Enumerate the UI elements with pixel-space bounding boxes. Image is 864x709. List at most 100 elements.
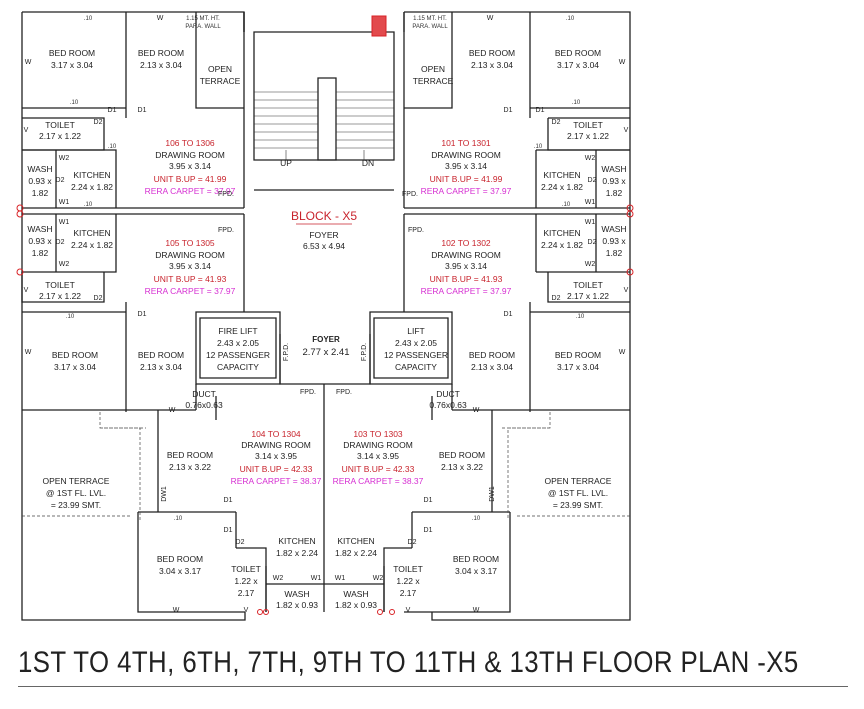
wash-label: WASH [27, 224, 52, 234]
open-terrace-label: TERRACE [413, 76, 454, 86]
dimension-mark: .10 [84, 202, 93, 208]
stair-up-label: UP [280, 158, 292, 168]
window-mark: W [473, 607, 480, 614]
bedroom-size: 2.13 x 3.04 [140, 60, 182, 70]
fire-lift-capacity: CAPACITY [217, 362, 259, 372]
window-mark: W1 [335, 575, 346, 582]
open-terrace-area: = 23.99 SMT. [51, 500, 101, 510]
drawing-room-label: DRAWING ROOM [155, 250, 225, 260]
bedroom-size: 2.13 x 3.04 [471, 60, 513, 70]
bedroom-label: BED ROOM [555, 350, 601, 360]
wash-size: 0.93 x [602, 236, 626, 246]
unit-builtup: UNIT B.UP = 41.99 [430, 174, 503, 184]
toilet-size: 1.22 x [396, 576, 420, 586]
window-mark: W2 [59, 261, 70, 268]
drawing-room-size: 3.95 x 3.14 [445, 261, 487, 271]
toilet-size: 2.17 [238, 588, 255, 598]
toilet-label: TOILET [573, 280, 603, 290]
dimension-mark: .10 [534, 144, 543, 150]
wash-size: 1.82 [606, 248, 623, 258]
dimension-mark: .10 [576, 314, 585, 320]
room-labels: BED ROOM 3.17 x 3.04 BED ROOM 2.13 x 3.0… [27, 48, 626, 610]
wash-size: 1.82 [606, 188, 623, 198]
unit-rera-carpet: RERA CARPET = 37.97 [421, 186, 512, 196]
bedroom-label: BED ROOM [469, 350, 515, 360]
wash-size: 1.82 [32, 188, 49, 198]
window-mark: W [25, 349, 32, 356]
door-mark: D1 [224, 497, 233, 504]
kitchen-label: KITCHEN [278, 536, 315, 546]
toilet-size: 2.17 x 1.22 [39, 131, 81, 141]
walls [21, 11, 631, 621]
open-terrace-label: TERRACE [200, 76, 241, 86]
fire-lift-size: 2.43 x 2.05 [217, 338, 259, 348]
bedroom-label: BED ROOM [469, 48, 515, 58]
door-mark: D2 [56, 177, 65, 184]
unit-builtup: UNIT B.UP = 41.93 [430, 274, 503, 284]
stair-treads [254, 91, 394, 160]
fire-lift-label: FIRE LIFT [218, 326, 257, 336]
window-mark: W1 [59, 219, 70, 226]
door-mark: D2 [588, 239, 597, 246]
wash-label: WASH [343, 589, 368, 599]
vent-mark: V [624, 287, 629, 294]
window-mark: W2 [59, 155, 70, 162]
lift-size: 2.43 x 2.05 [395, 338, 437, 348]
duct-label: DUCT [192, 389, 216, 399]
bedroom-size: 3.17 x 3.04 [557, 60, 599, 70]
window-mark: W [157, 15, 164, 22]
unit-rera-carpet: RERA CARPET = 38.37 [333, 476, 424, 486]
dimension-mark: .10 [66, 314, 75, 320]
unit-number: 103 TO 1303 [353, 429, 403, 439]
foyer-size: 6.53 x 4.94 [303, 241, 345, 251]
dimension-mark: .10 [84, 16, 93, 22]
bedroom-label: BED ROOM [138, 48, 184, 58]
vent-mark: V [24, 287, 29, 294]
drawing-room-size: 3.14 x 3.95 [255, 451, 297, 461]
window-mark: W [619, 349, 626, 356]
toilet-size: 2.17 x 1.22 [567, 291, 609, 301]
unit-builtup: UNIT B.UP = 41.93 [154, 274, 227, 284]
bedroom-size: 3.04 x 3.17 [455, 566, 497, 576]
door-mark: D1 [536, 107, 545, 114]
window-mark: W [487, 15, 494, 22]
bedroom-size: 3.17 x 3.04 [557, 362, 599, 372]
drawing-room-size: 3.14 x 3.95 [357, 451, 399, 461]
unit-builtup: UNIT B.UP = 41.99 [154, 174, 227, 184]
toilet-label: TOILET [45, 280, 75, 290]
drawing-room-label: DRAWING ROOM [241, 440, 311, 450]
bedroom-size: 3.17 x 3.04 [51, 60, 93, 70]
open-terrace-area: = 23.99 SMT. [553, 500, 603, 510]
door-mark: D2 [408, 539, 417, 546]
unit-number: 106 TO 1306 [165, 138, 215, 148]
window-mark: W2 [585, 155, 596, 162]
bedroom-label: BED ROOM [49, 48, 95, 58]
title-rule [18, 686, 848, 687]
parapet-label: PARA. WALL [185, 24, 221, 30]
unit-number: 101 TO 1301 [441, 138, 491, 148]
unit-rera-carpet: RERA CARPET = 37.97 [145, 286, 236, 296]
bedroom-label: BED ROOM [157, 554, 203, 564]
kitchen-label: KITCHEN [543, 228, 580, 238]
toilet-label: TOILET [573, 120, 603, 130]
bedroom-size: 2.13 x 3.22 [441, 462, 483, 472]
drawing-room-size: 3.95 x 3.14 [169, 261, 211, 271]
window-mark: W1 [585, 199, 596, 206]
dimension-mark: .10 [572, 100, 581, 106]
toilet-label: TOILET [45, 120, 75, 130]
wash-size: 0.93 x [28, 236, 52, 246]
door-mark: D2 [552, 119, 561, 126]
drawing-title: 1ST TO 4TH, 6TH, 7TH, 9TH TO 11TH & 13TH… [18, 646, 799, 679]
door-mark: D2 [94, 295, 103, 302]
fire-lift-capacity: 12 PASSENGER [206, 350, 270, 360]
duct-label: DUCT [436, 389, 460, 399]
foyer-label: FOYER [312, 335, 340, 344]
unit-rera-carpet: RERA CARPET = 37.97 [145, 186, 236, 196]
lift-capacity: CAPACITY [395, 362, 437, 372]
foyer-size: 2.77 x 2.41 [302, 347, 349, 358]
block-name: BLOCK - X5 [291, 209, 357, 223]
unit-rera-carpet: RERA CARPET = 38.37 [231, 476, 322, 486]
bedroom-label: BED ROOM [138, 350, 184, 360]
drawing-room-label: DRAWING ROOM [155, 150, 225, 160]
vent-mark: V [24, 127, 29, 134]
